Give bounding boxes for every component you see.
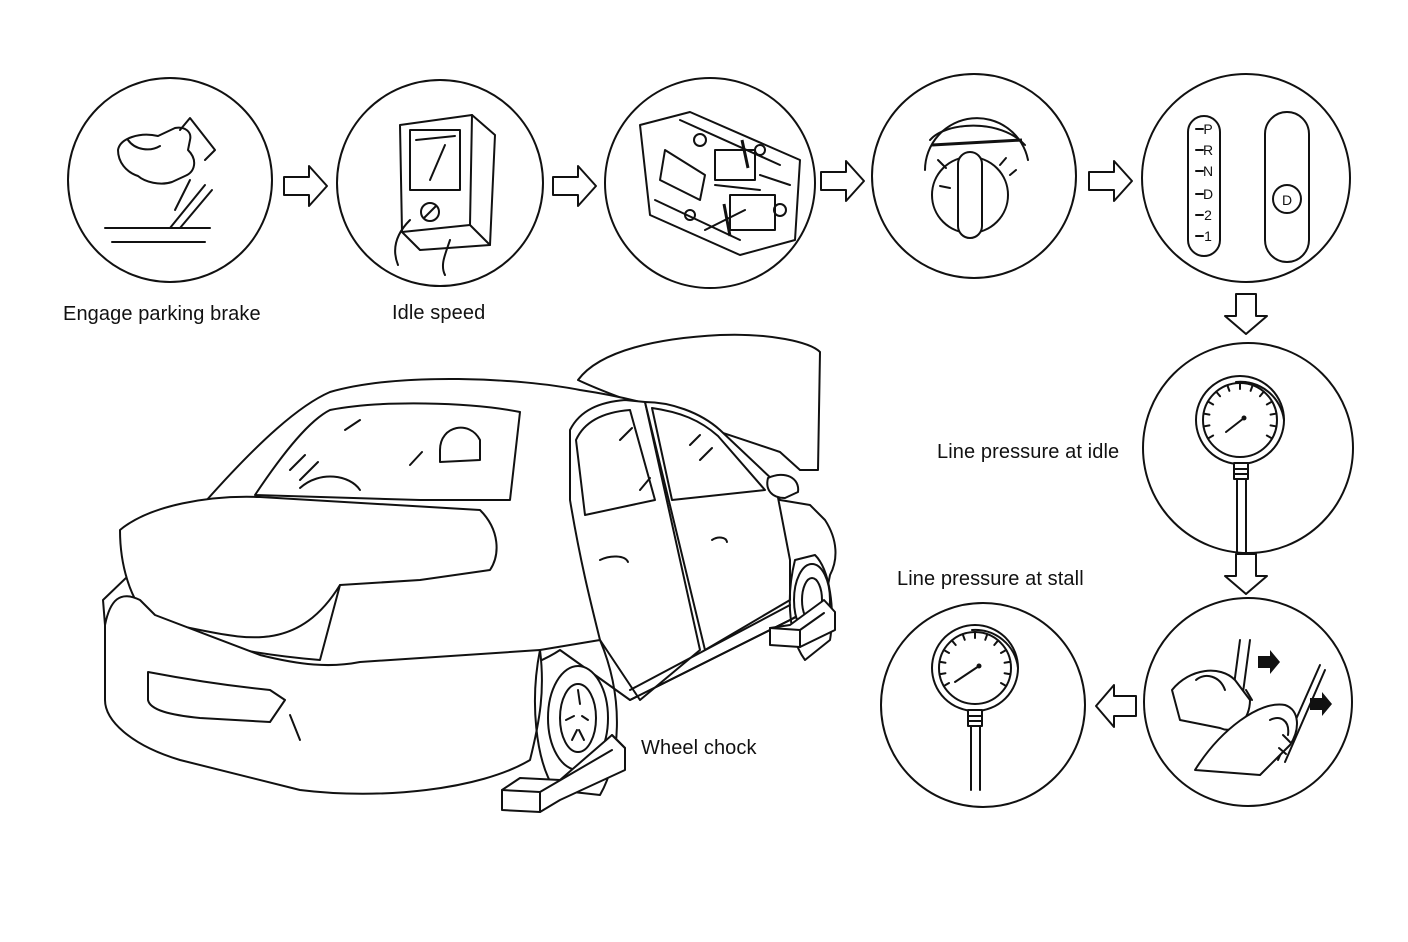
gauge-tick	[984, 633, 989, 641]
line-pressure-idle-step	[1142, 342, 1354, 554]
gauge-tick	[1206, 434, 1215, 440]
parking-brake-hand-icon	[104, 117, 216, 243]
line-pressure-stall-step	[880, 602, 1086, 808]
arrow-right-icon	[1088, 160, 1133, 202]
accelerator-brake-pedals-icon	[1171, 639, 1332, 776]
gear-position-N: N	[1203, 163, 1213, 179]
gauge-tick	[1265, 434, 1274, 440]
gauge-tick	[1202, 412, 1211, 416]
wheel-chock-label: Wheel chock	[641, 737, 757, 759]
gauge-tick	[1003, 672, 1012, 676]
gauge-tick	[1249, 384, 1254, 392]
gauge-tick	[942, 649, 951, 654]
ignition-step	[871, 73, 1077, 279]
gauge-tick	[1258, 390, 1265, 398]
idle-speed-label: Idle speed	[392, 302, 486, 324]
pressure-gauge-icon	[1195, 375, 1285, 553]
ignition-switch-icon	[924, 117, 1029, 239]
wheel-chock-icon	[501, 599, 836, 813]
gauge-tick	[938, 660, 947, 664]
arrow-left-icon	[1095, 684, 1137, 728]
gauge-tick	[1226, 384, 1231, 392]
gear-position-P: P	[1203, 121, 1212, 137]
selected-gear-label: D	[1282, 192, 1292, 208]
gauge-tick	[1265, 400, 1274, 406]
parking-brake-step	[67, 77, 273, 283]
parking-brake-label: Engage parking brake	[63, 303, 261, 325]
gauge-tick	[950, 639, 957, 647]
gauge-tick	[1269, 424, 1278, 428]
pressure-gauge-icon	[931, 624, 1019, 791]
gauge-tick	[938, 672, 947, 676]
line-pressure-idle-label: Line pressure at idle	[937, 441, 1120, 463]
gauge-tick	[961, 633, 966, 641]
sedan-car-icon	[102, 333, 837, 796]
line-pressure-stall-label: Line pressure at stall	[897, 568, 1084, 590]
pedals-step	[1143, 597, 1353, 807]
gauge-tick	[1215, 390, 1222, 398]
gear-position-2: 2	[1204, 207, 1212, 223]
gauge-tick	[999, 649, 1008, 654]
gauge-ticks	[938, 631, 1012, 687]
transmission-valve-body-icon	[639, 111, 801, 256]
gear-position-D: D	[1203, 186, 1213, 202]
transmission-step	[604, 77, 816, 289]
tachometer-icon	[394, 114, 496, 276]
gauge-tick	[999, 682, 1008, 687]
gauge-tick	[1206, 400, 1215, 406]
arrow-right-icon	[820, 160, 865, 202]
gauge-tick	[942, 682, 951, 687]
gauge-tick	[1269, 412, 1278, 416]
idle-speed-step	[336, 79, 544, 287]
gear-position-R: R	[1203, 142, 1213, 158]
gauge-tick	[993, 639, 1000, 647]
arrow-right-icon	[552, 165, 597, 207]
gauge-tick	[1202, 424, 1211, 428]
gauge-ticks	[1202, 382, 1278, 440]
gauge-tick	[1003, 660, 1012, 664]
arrow-down-icon	[1224, 293, 1268, 335]
gear-position-1: 1	[1204, 228, 1212, 244]
arrow-right-icon	[283, 165, 328, 207]
arrow-down-icon	[1224, 553, 1268, 595]
